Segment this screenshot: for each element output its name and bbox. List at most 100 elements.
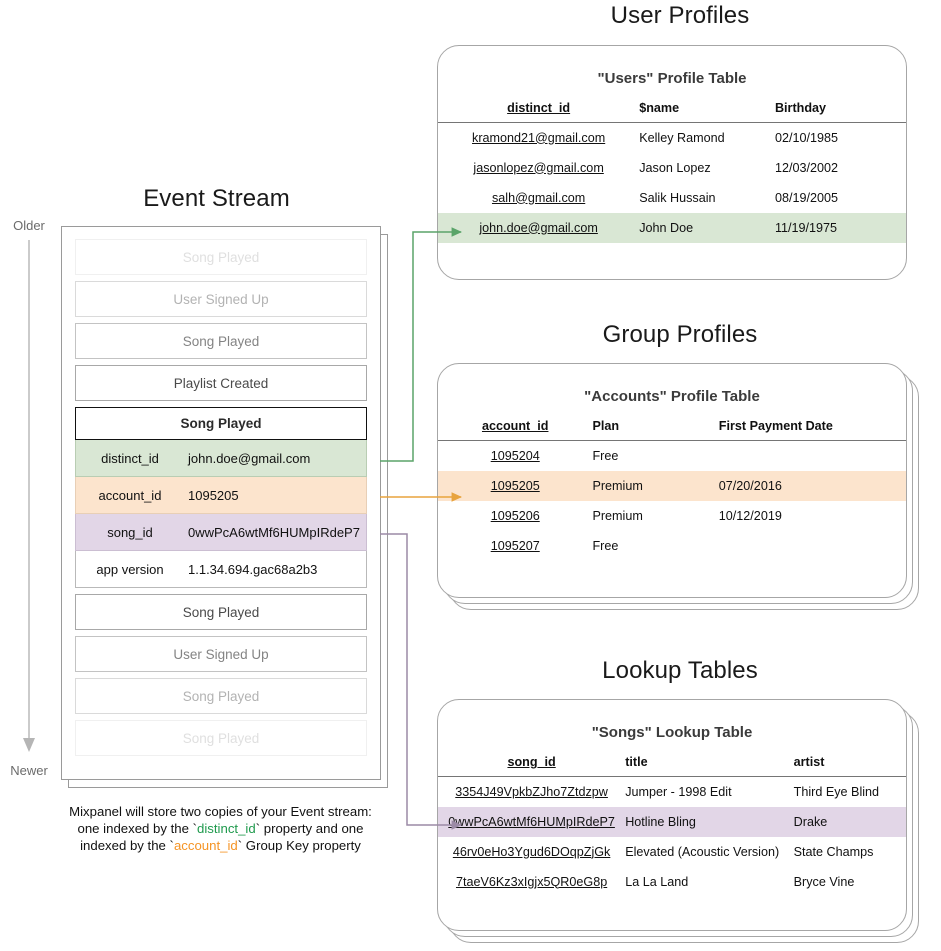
cell-title: Jumper - 1998 Edit	[625, 784, 732, 799]
cell-distinct-id: salh@gmail.com	[491, 190, 586, 205]
cell-birthday: 12/03/2002	[774, 160, 838, 175]
timeline-label-newer: Newer	[10, 763, 48, 778]
cell-title: Elevated (Acoustic Version)	[625, 844, 780, 859]
table-row[interactable]: kramond21@gmail.com Kelley Ramond 02/10/…	[438, 123, 906, 153]
users-profile-card: "Users" Profile Table distinct_id $name …	[437, 45, 907, 280]
table-header-row: distinct_id $name Birthday	[438, 97, 906, 123]
table-row[interactable]: salh@gmail.com Salik Hussain 08/19/2005	[438, 183, 906, 213]
column-header-artist: artist	[793, 751, 906, 777]
event-row-label: Song Played	[182, 730, 260, 746]
column-header-birthday: Birthday	[774, 97, 906, 123]
caption-code-distinct-id: distinct_id	[197, 821, 256, 836]
event-row-label: Song Played	[182, 249, 260, 265]
accounts-profile-card-wrap: "Accounts" Profile Table account_id Plan…	[437, 363, 937, 616]
event-row[interactable]: Playlist Created	[75, 365, 367, 401]
event-stream-card-stack: Song Played User Signed Up Song Played P…	[58, 224, 398, 790]
users-profile-table: distinct_id $name Birthday kramond21@gma…	[438, 97, 906, 243]
cell-account-id: 1095207	[490, 538, 540, 553]
column-header-distinct-id: distinct_id	[438, 97, 640, 123]
event-row-label: Playlist Created	[173, 375, 269, 391]
table-row[interactable]: 3354J49VpkbZJho7Ztdzpw Jumper - 1998 Edi…	[438, 777, 906, 807]
event-row[interactable]: Song Played	[75, 720, 367, 756]
cell-song-id: 0wwPcA6wtMf6HUMpIRdeP7	[448, 814, 615, 829]
caption-line-2-pre: one indexed by the `	[77, 821, 198, 836]
event-property-value: john.doe@gmail.com	[188, 450, 311, 466]
table-row-highlighted[interactable]: 0wwPcA6wtMf6HUMpIRdeP7 Hotline Bling Dra…	[438, 806, 906, 837]
table-row-highlighted[interactable]: 1095205 Premium 07/20/2016	[438, 470, 906, 501]
section-title-event-stream: Event Stream	[143, 185, 290, 212]
diagram-caption: Mixpanel will store two copies of your E…	[38, 803, 403, 854]
event-row[interactable]: Song Played	[75, 323, 367, 359]
column-header-account-id: account_id	[438, 415, 593, 441]
caption-line-2: one indexed by the `distinct_id` propert…	[38, 820, 403, 837]
cell-plan: Free	[592, 538, 619, 553]
event-property-key: account_id	[98, 487, 162, 503]
cell-title: La La Land	[625, 874, 689, 889]
event-property-app-version[interactable]: app version 1.1.34.694.gac68a2b3	[75, 551, 367, 588]
expanded-event-card[interactable]: Song Played distinct_id john.doe@gmail.c…	[75, 407, 367, 588]
table-header-row: account_id Plan First Payment Date	[438, 415, 906, 441]
expanded-event-name: Song Played	[75, 407, 367, 440]
cell-distinct-id: jasonlopez@gmail.com	[473, 160, 604, 175]
event-property-key: app version	[96, 561, 164, 577]
event-row[interactable]: Song Played	[75, 239, 367, 275]
cell-name: Salik Hussain	[639, 190, 716, 205]
cell-song-id: 7taeV6Kz3xIgjx5QR0eG8p	[455, 874, 608, 889]
section-title-user-profiles: User Profiles	[610, 2, 750, 29]
event-property-distinct-id[interactable]: distinct_id john.doe@gmail.com	[75, 440, 367, 477]
event-row-label: Song Played	[182, 688, 260, 704]
cell-name: Kelley Ramond	[639, 130, 725, 145]
event-property-value: 1095205	[188, 487, 239, 503]
caption-code-account-id: account_id	[173, 838, 238, 853]
caption-line-2-post: ` property and one	[255, 821, 364, 836]
table-row[interactable]: 46rv0eHo3Ygud6DOqpZjGk Elevated (Acousti…	[438, 837, 906, 867]
cell-distinct-id: john.doe@gmail.com	[479, 220, 598, 235]
cell-birthday: 11/19/1975	[774, 212, 906, 243]
cell-artist: State Champs	[793, 844, 874, 859]
songs-lookup-table: song_id title artist 3354J49VpkbZJho7Ztd…	[438, 751, 906, 897]
event-row-label: Song Played	[182, 333, 260, 349]
column-header-title: title	[625, 751, 794, 777]
cell-song-id: 46rv0eHo3Ygud6DOqpZjGk	[452, 844, 611, 859]
table-row[interactable]: 1095206 Premium 10/12/2019	[438, 501, 906, 531]
cell-birthday: 08/19/2005	[774, 190, 838, 205]
event-property-song-id[interactable]: song_id 0wwPcA6wtMf6HUMpIRdeP7	[75, 514, 367, 551]
cell-artist: Third Eye Blind	[793, 784, 880, 799]
table-row-highlighted[interactable]: john.doe@gmail.com John Doe 11/19/1975	[438, 212, 906, 243]
cell-artist: Drake	[793, 806, 906, 837]
cell-account-id: 1095204	[490, 448, 540, 463]
event-row[interactable]: Song Played	[75, 594, 367, 630]
caption-line-1: Mixpanel will store two copies of your E…	[69, 804, 372, 819]
event-property-key: distinct_id	[101, 450, 159, 466]
cell-payment-date: 10/12/2019	[718, 508, 782, 523]
accounts-profile-table: account_id Plan First Payment Date 10952…	[438, 415, 906, 561]
event-row[interactable]: User Signed Up	[75, 636, 367, 672]
column-header-first-payment-date: First Payment Date	[718, 415, 906, 441]
cell-payment-date	[719, 441, 906, 471]
cell-account-id: 1095206	[490, 508, 540, 523]
event-row-label: User Signed Up	[173, 646, 269, 662]
caption-line-3-post: ` Group Key property	[237, 838, 361, 853]
timeline-axis: Older Newer	[0, 218, 58, 778]
cell-artist: Bryce Vine	[793, 874, 855, 889]
table-row[interactable]: jasonlopez@gmail.com Jason Lopez 12/03/2…	[438, 153, 906, 183]
cell-plan: Free	[592, 448, 619, 463]
songs-table-title: "Songs" Lookup Table	[591, 724, 753, 741]
caption-line-3: indexed by the `account_id` Group Key pr…	[38, 837, 403, 854]
cell-plan: Premium	[592, 508, 643, 523]
cell-name: John Doe	[639, 212, 775, 243]
event-property-account-id[interactable]: account_id 1095205	[75, 477, 367, 514]
cell-birthday: 02/10/1985	[774, 130, 838, 145]
table-row[interactable]: 7taeV6Kz3xIgjx5QR0eG8p La La Land Bryce …	[438, 867, 906, 897]
timeline-arrow-icon	[23, 240, 35, 752]
cell-plan: Premium	[592, 470, 719, 501]
table-row[interactable]: 1095204 Free	[438, 441, 906, 471]
event-property-value: 0wwPcA6wtMf6HUMpIRdeP7	[188, 524, 360, 540]
event-row[interactable]: Song Played	[75, 678, 367, 714]
table-row[interactable]: 1095207 Free	[438, 531, 906, 561]
event-property-key: song_id	[107, 524, 153, 540]
accounts-profile-card: "Accounts" Profile Table account_id Plan…	[437, 363, 907, 598]
users-profile-card-wrap: "Users" Profile Table distinct_id $name …	[437, 45, 937, 285]
event-row[interactable]: User Signed Up	[75, 281, 367, 317]
column-header-name: $name	[639, 97, 775, 123]
